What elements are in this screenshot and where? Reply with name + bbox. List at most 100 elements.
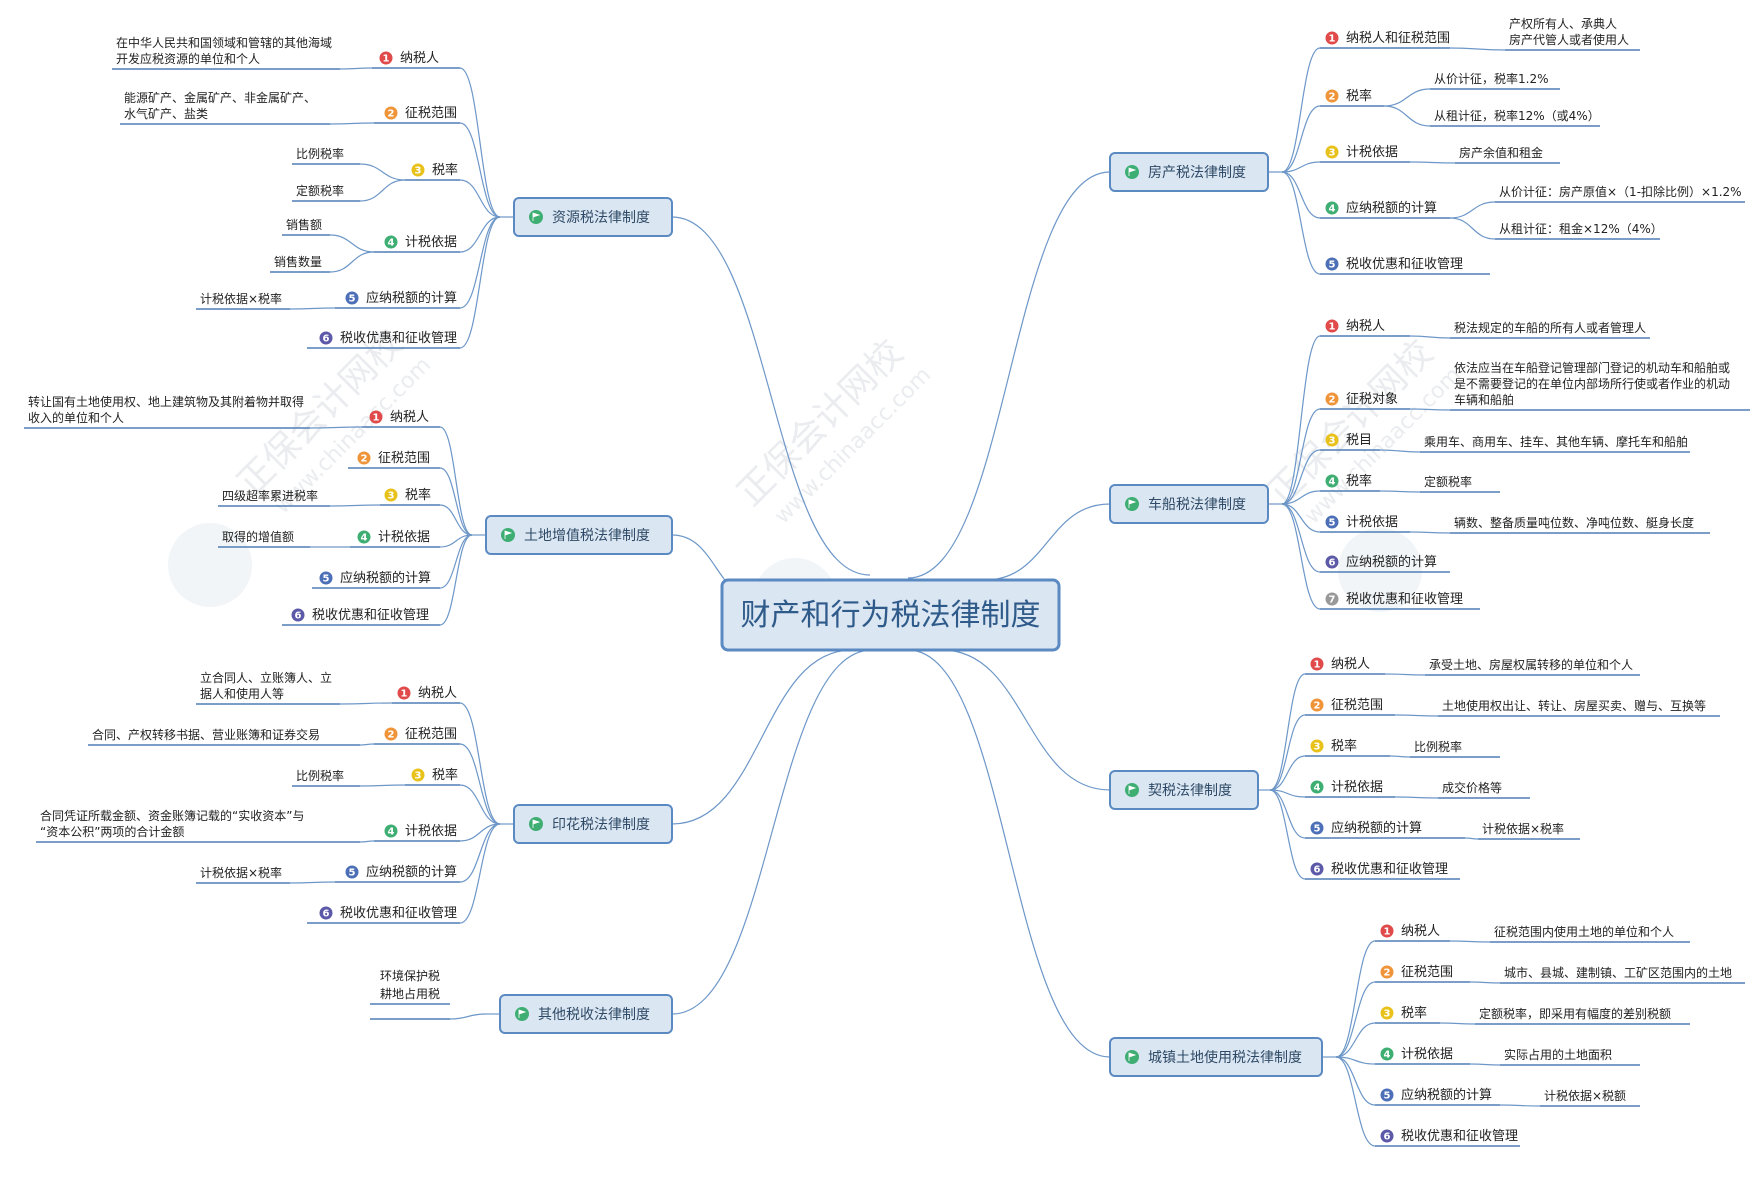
item-to-leaf-connector (1464, 837, 1479, 840)
leaf-text: 承受土地、房屋权属转移的单位和个人 (1429, 657, 1633, 672)
leaf-text: 计税依据×税率 (1482, 821, 1564, 836)
number-badge-icon (1325, 515, 1339, 529)
flag-icon-glyph (504, 530, 513, 539)
item-to-leaf-connector (1469, 1063, 1501, 1066)
branch-to-item-connector (1281, 171, 1321, 219)
number-badge-icon (384, 106, 398, 120)
branch-to-item-connector (459, 122, 501, 218)
connector-layer (289, 47, 1541, 1147)
flag-icon-glyph (1128, 1052, 1137, 1061)
center-to-branch-connector (907, 649, 1111, 1058)
number-badge-label: 6 (1329, 558, 1336, 569)
number-badge-icon (369, 410, 383, 424)
number-badge-label: 4 (1329, 204, 1336, 215)
branch-to-item-connector (459, 823, 501, 924)
leaf-text: 土地使用权出让、转让、房屋买卖、赠与、互换等 (1442, 698, 1706, 713)
item-to-leaf-connector (1469, 981, 1501, 984)
leaf-text: 合同凭证所载金额、资金账簿记载的“实收资本”与 (40, 808, 304, 823)
number-badge-label: 4 (1384, 1050, 1391, 1061)
flag-icon (529, 210, 543, 224)
branch-to-item-connector (459, 784, 501, 825)
watermark-logo-icon (1338, 528, 1422, 612)
leaf-text: 计税依据×税率 (200, 291, 282, 306)
branch-to-item-connector (459, 67, 501, 218)
number-badge-icon (1325, 474, 1339, 488)
subtopic-label: 计税依据 (378, 530, 430, 545)
subtopic-label: 应纳税额的计算 (1331, 820, 1422, 836)
subtopic-label: 征税范围 (1401, 965, 1453, 980)
number-badge-icon (1325, 319, 1339, 333)
subtopic-5: 5 应纳税额的计算 计税依据×税率 (1305, 820, 1580, 840)
branch-to-item-connector (1281, 503, 1321, 533)
number-badge-label: 5 (323, 574, 330, 585)
leaf-text: 四级超率累进税率 (222, 488, 318, 503)
leaf-text: 房产余值和租金 (1459, 145, 1543, 160)
leaf-text: 在中华人民共和国领域和管辖的其他海域 (116, 35, 332, 50)
flag-icon-glyph (532, 212, 541, 221)
watermark-logo-icon (168, 523, 252, 607)
branch-topic-label: 资源税法律制度 (552, 210, 650, 226)
number-badge-icon (384, 235, 398, 249)
number-badge-icon (384, 488, 398, 502)
subtopic-label: 纳税人 (1401, 924, 1440, 939)
number-badge-label: 3 (1384, 1009, 1391, 1020)
item-to-leaf-connector (329, 234, 375, 253)
number-badge-icon (1325, 31, 1339, 45)
center-to-branch-connector (671, 649, 873, 1015)
branch-to-item-connector (1335, 1022, 1376, 1058)
branch-topic-label: 土地增值税法律制度 (524, 528, 650, 544)
item-to-leaf-connector (289, 881, 336, 884)
branch-topic-label: 车船税法律制度 (1148, 496, 1246, 513)
flag-icon (1125, 783, 1139, 797)
item-to-leaf-connector (329, 251, 375, 273)
leaf-text: 辆数、整备质量吨位数、净吨位数、艇身长度 (1454, 515, 1694, 530)
item-to-leaf-connector (1394, 796, 1439, 799)
number-badge-label: 5 (1314, 824, 1321, 835)
number-badge-label: 1 (401, 689, 408, 700)
subtopic-label: 税率 (1346, 473, 1372, 489)
number-badge-icon (1380, 1088, 1394, 1102)
item-to-leaf-connector (329, 504, 381, 507)
leaf-text: 城市、县城、建制镇、工矿区范围内的土地 (1504, 965, 1732, 980)
number-badge-label: 7 (1329, 595, 1336, 606)
leaf-text: 转让国有土地使用权、地上建筑物及其附着物并取得 (28, 394, 304, 409)
number-badge-icon (1380, 1047, 1394, 1061)
branch-to-item-connector (1335, 1056, 1376, 1065)
number-badge-label: 5 (1329, 518, 1336, 529)
subtopic-label: 纳税人 (1331, 657, 1370, 672)
number-badge-icon (1325, 257, 1339, 271)
center-to-branch-connector (907, 171, 1111, 579)
leaf-text: 环境保护税 (380, 968, 440, 983)
leaf-text: 定额税率 (1424, 474, 1472, 489)
number-badge-icon (1325, 433, 1339, 447)
subtopic-label: 税收优惠和征收管理 (312, 608, 429, 623)
number-badge-icon (1310, 821, 1324, 835)
number-badge-icon (1310, 739, 1324, 753)
subtopic-label: 税目 (1346, 433, 1372, 448)
number-badge-label: 6 (323, 909, 330, 920)
leaf-text: 销售额 (286, 217, 322, 232)
leaf-text: 实际占用的土地面积 (1504, 1047, 1612, 1062)
item-to-leaf-connector (1409, 161, 1456, 164)
leaf-text: 定额税率，即采用有幅度的差别税额 (1479, 1006, 1671, 1021)
number-badge-label: 1 (1329, 34, 1336, 45)
subtopic-label: 应纳税额的计算 (1401, 1087, 1492, 1103)
flag-icon-glyph (1128, 785, 1137, 794)
number-badge-label: 5 (1329, 260, 1336, 271)
item-to-leaf-connector (1449, 940, 1491, 943)
leaf-text: “资本公积”两项的合计金额 (40, 824, 184, 839)
